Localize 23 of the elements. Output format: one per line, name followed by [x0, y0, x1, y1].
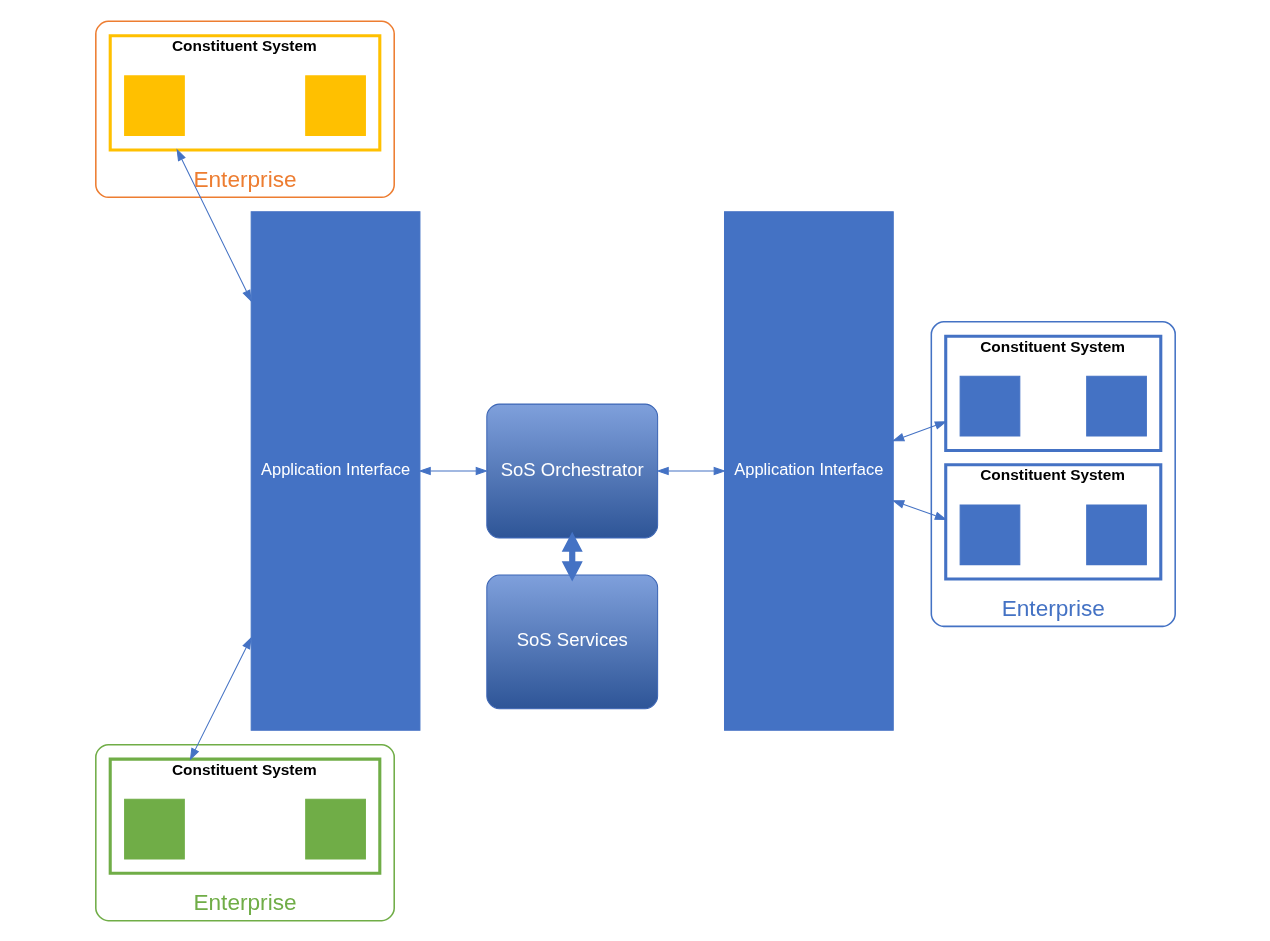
arrow	[417, 466, 488, 475]
node-box: Application Interface	[723, 210, 894, 731]
node-box: Application Interface	[250, 210, 420, 731]
arrow	[189, 636, 252, 760]
node-box	[123, 798, 185, 859]
arrow	[891, 499, 947, 520]
node-box	[1085, 375, 1147, 437]
node-box	[123, 74, 185, 136]
node-box	[304, 74, 366, 136]
arrow	[891, 420, 947, 441]
arrow	[655, 466, 726, 475]
cluster: Constituent System	[108, 33, 381, 151]
node-box: SoS Orchestrator	[485, 403, 658, 538]
node-box	[1085, 503, 1147, 565]
arrow	[561, 531, 583, 581]
cluster: Constituent System	[108, 757, 381, 875]
cluster: Constituent System	[943, 334, 1162, 452]
node-box	[959, 503, 1020, 565]
node-box: SoS Services	[485, 573, 658, 709]
node-box	[304, 798, 366, 859]
arrow	[176, 148, 252, 302]
cluster: Constituent System	[943, 462, 1162, 581]
node-box	[959, 375, 1020, 437]
